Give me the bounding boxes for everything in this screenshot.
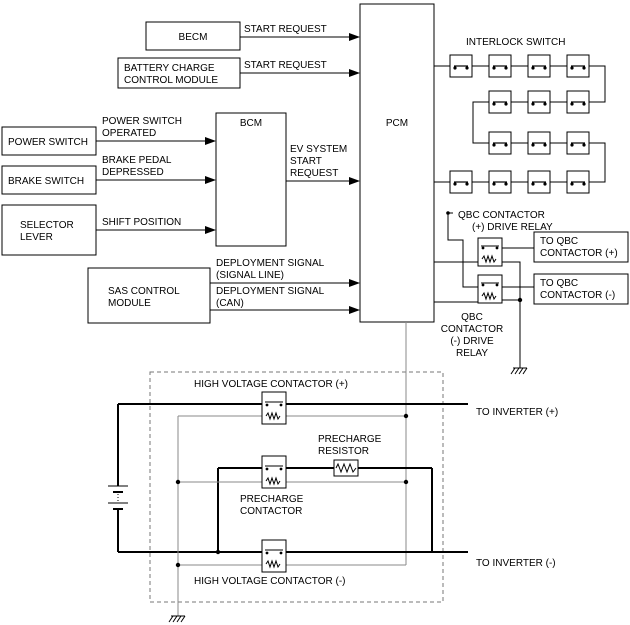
sas-label-line1: SAS CONTROL (108, 286, 180, 297)
deployment-signal-line-2: (SIGNAL LINE) (216, 270, 284, 281)
qbc-minus-relay-label-line2: CONTACTOR (441, 324, 503, 335)
deployment-signal-can-1: DEPLOYMENT SIGNAL (216, 286, 325, 297)
bccm-label-line1: BATTERY CHARGE (124, 63, 215, 74)
to-qbc-plus-line1: TO QBC (540, 236, 578, 247)
precharge-resistor (333, 459, 359, 477)
ev-start-request-line3: REQUEST (290, 168, 338, 179)
high-voltage-contactor-plus (261, 391, 287, 425)
selector-lever-box (1, 204, 97, 256)
high-voltage-area-outline (149, 371, 444, 603)
qbc-minus-relay-label-line3: (-) DRIVE (450, 336, 494, 347)
becm-label: BECM (179, 32, 208, 43)
precharge-resistor-label-line2: RESISTOR (318, 446, 369, 457)
brake-switch-box (1, 165, 97, 195)
bcm-box (215, 112, 287, 247)
power-switch-operated-line2: OPERATED (102, 128, 156, 139)
pcm-box (359, 3, 435, 323)
interlock-switch-label: INTERLOCK SWITCH (466, 37, 565, 48)
qbc-minus-relay-label-line1: QBC (461, 312, 483, 323)
power-switch-label: POWER SWITCH (8, 137, 88, 148)
high-voltage-contactor-minus (261, 539, 287, 573)
shift-position-label: SHIFT POSITION (102, 217, 181, 228)
sas-control-module-box (87, 267, 211, 324)
hv-contactor-minus-label: HIGH VOLTAGE CONTACTOR (-) (194, 576, 345, 587)
interlock-switch-chain (434, 54, 606, 194)
brake-pedal-depressed-line1: BRAKE PEDAL (102, 155, 172, 166)
brake-switch-label: BRAKE SWITCH (8, 176, 84, 187)
precharge-contactor-label-line2: CONTACTOR (240, 506, 302, 517)
to-qbc-contactor-plus-box (533, 231, 629, 263)
to-inverter-minus-label: TO INVERTER (-) (476, 558, 556, 569)
to-qbc-contactor-minus-box (533, 273, 629, 305)
high-voltage-battery (108, 478, 128, 520)
to-qbc-plus-line2: CONTACTOR (+) (540, 248, 618, 259)
qbc-plus-relay-label-line1: QBC CONTACTOR (458, 210, 545, 221)
precharge-resistor-label-line1: PRECHARGE (318, 434, 382, 445)
ev-start-request-line2: START (290, 156, 322, 167)
sas-label-line2: MODULE (108, 298, 151, 309)
power-switch-box (1, 126, 97, 156)
hv-contactor-plus-label: HIGH VOLTAGE CONTACTOR (+) (194, 379, 348, 390)
qbc-plus-relay-label-line2: (+) DRIVE RELAY (472, 222, 553, 233)
power-switch-operated-line1: POWER SWITCH (102, 116, 182, 127)
battery-charge-control-module-box (117, 57, 241, 89)
becm-box (145, 21, 241, 51)
qbc-minus-relay-label-line4: RELAY (456, 348, 488, 359)
deployment-signal-line-1: DEPLOYMENT SIGNAL (216, 258, 325, 269)
pcm-label: PCM (386, 118, 408, 129)
ev-start-request-line1: EV SYSTEM (290, 144, 347, 155)
precharge-contactor (261, 455, 287, 489)
selector-lever-label-line1: SELECTOR (20, 220, 74, 231)
selector-lever-label-line2: LEVER (20, 232, 53, 243)
to-qbc-minus-line1: TO QBC (540, 278, 578, 289)
to-qbc-minus-line2: CONTACTOR (-) (540, 290, 615, 301)
to-inverter-plus-label: TO INVERTER (+) (476, 407, 558, 418)
bcm-label: BCM (240, 118, 262, 129)
precharge-contactor-label-line1: PRECHARGE (240, 494, 304, 505)
start-request-bccm: START REQUEST (244, 60, 327, 71)
deployment-signal-can-2: (CAN) (216, 298, 244, 309)
bccm-label-line2: CONTROL MODULE (124, 75, 218, 86)
brake-pedal-depressed-line2: DEPRESSED (102, 167, 164, 178)
start-request-becm: START REQUEST (244, 24, 327, 35)
